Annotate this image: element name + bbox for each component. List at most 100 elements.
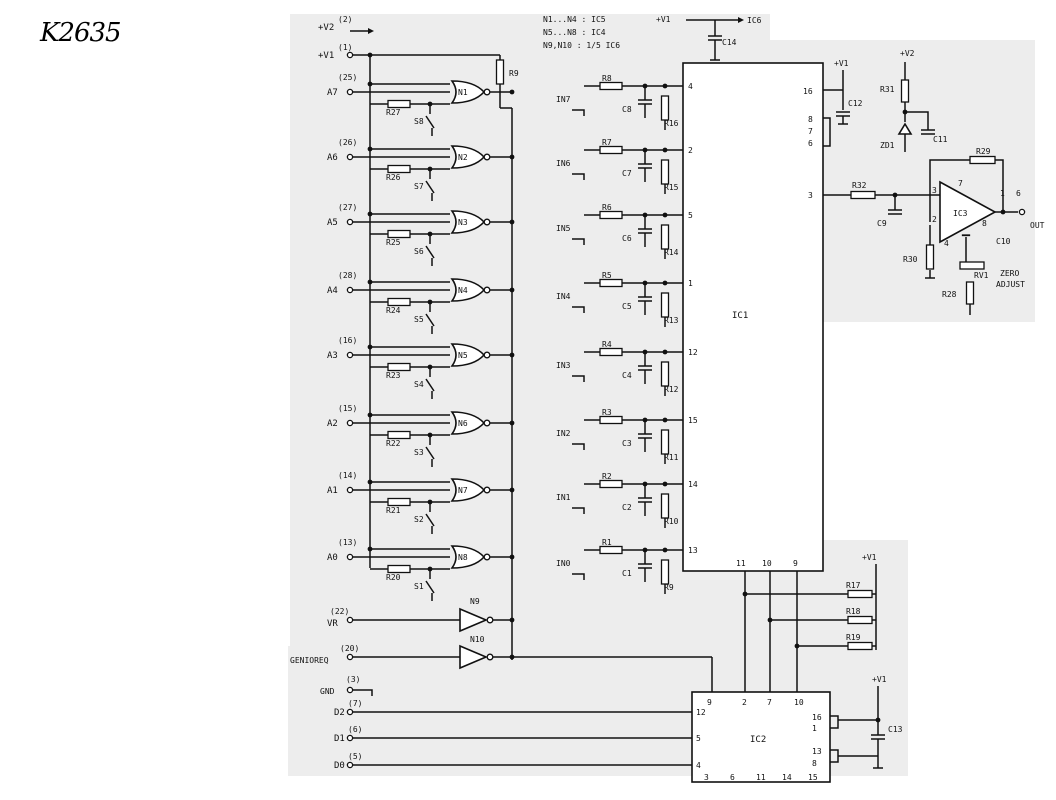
r30-label: R30 xyxy=(903,255,918,264)
data-pin-label: (5) xyxy=(348,752,362,761)
input-resistor-label: R2 xyxy=(602,472,612,481)
supply-v1-label: +V1 xyxy=(318,51,334,61)
junction-dot xyxy=(509,287,515,293)
supply-v2-label: +V2 xyxy=(318,23,334,33)
resistor-r12 xyxy=(660,361,670,387)
junction-dot xyxy=(509,154,515,160)
or-gate-n3 xyxy=(450,210,486,234)
input-resistor-label: R7 xyxy=(602,138,612,147)
ic3-pin1: 1 xyxy=(1000,189,1005,198)
ic2-right-pin: 16 xyxy=(812,713,822,722)
input-ground xyxy=(572,306,585,313)
ic2-bottom-pin: 11 xyxy=(756,773,766,782)
note-line-1: N1...N4 : IC5 xyxy=(543,15,606,24)
terminal xyxy=(346,486,354,494)
terminal xyxy=(346,51,354,59)
or-gate-n8 xyxy=(450,545,486,569)
address-line-label: A3 xyxy=(327,351,338,361)
ic6-label: IC6 xyxy=(747,16,762,25)
address-line-label: A2 xyxy=(327,419,338,429)
terminal xyxy=(346,419,354,427)
ic2-label: IC2 xyxy=(750,735,766,745)
out-label: OUT xyxy=(1030,221,1045,230)
input-ground xyxy=(572,443,585,450)
n10-label: N10 xyxy=(470,635,485,644)
c13-label: C13 xyxy=(888,725,903,734)
resistor-r25 xyxy=(387,229,411,239)
ground-symbol xyxy=(925,270,935,279)
ic1-chip xyxy=(682,62,824,572)
resistor-r13 xyxy=(660,292,670,318)
capacitor-c9 xyxy=(888,209,902,215)
resistor-r28 xyxy=(965,281,975,305)
gate-inversion-bubble xyxy=(483,286,491,294)
junction-dot xyxy=(662,349,668,355)
junction-dot xyxy=(427,166,433,172)
input-ground xyxy=(572,375,585,382)
junction-dot xyxy=(509,219,515,225)
ic1-pin-label: 5 xyxy=(688,211,693,220)
vr-pin-label: (22) xyxy=(330,607,349,616)
gate-inversion-bubble xyxy=(483,218,491,226)
junction-dot xyxy=(427,231,433,237)
pin-bridge xyxy=(823,117,831,147)
ic1-v1-label: +V1 xyxy=(834,59,849,68)
gnd-wire xyxy=(353,689,373,696)
resistor-r24 xyxy=(387,297,411,307)
divider-resistor-label: R15 xyxy=(664,183,679,192)
resistor-label: R23 xyxy=(386,371,401,380)
c11-label: C11 xyxy=(933,135,948,144)
junction-dot xyxy=(367,211,373,217)
r32-label: R32 xyxy=(852,181,867,190)
junction-dot xyxy=(427,299,433,305)
resistor-r23 xyxy=(387,362,411,372)
junction-dot xyxy=(427,566,433,572)
divider-resistor-label: R14 xyxy=(664,248,679,257)
or-gate-n7 xyxy=(450,478,486,502)
ground-symbol xyxy=(710,52,720,61)
ic2-bottom-pin: 15 xyxy=(808,773,818,782)
data-pin-label: (6) xyxy=(348,725,362,734)
adjust-label: ADJUST xyxy=(996,280,1025,289)
cap-label: C4 xyxy=(622,371,632,380)
terminal xyxy=(1018,208,1026,216)
address-pin-label: (27) xyxy=(338,203,357,212)
arrow-icon xyxy=(368,28,374,34)
data-line-label: D1 xyxy=(334,734,345,744)
resistor-r20 xyxy=(387,564,411,574)
address-line-label: A0 xyxy=(327,553,338,563)
resistor-r10 xyxy=(660,493,670,519)
capacitor-c3 xyxy=(638,433,652,439)
junction-dot xyxy=(427,499,433,505)
or-gate-n1 xyxy=(450,80,486,104)
address-pin-label: (13) xyxy=(338,538,357,547)
junction-dot xyxy=(662,417,668,423)
note-line-2: N5...N8 : IC4 xyxy=(543,28,606,37)
c14-label: C14 xyxy=(722,38,737,47)
switch-label: S1 xyxy=(414,582,424,591)
c12-label: C12 xyxy=(848,99,863,108)
gen-pin-label: (20) xyxy=(340,644,359,653)
switch-blade xyxy=(425,313,435,327)
junction-dot xyxy=(427,432,433,438)
gate-inversion-bubble xyxy=(483,553,491,561)
gate-label: N4 xyxy=(458,286,468,295)
input-resistor-label: R5 xyxy=(602,271,612,280)
address-pin-label: (25) xyxy=(338,73,357,82)
resistor-r9 xyxy=(660,559,670,585)
junction-dot xyxy=(509,89,515,95)
resistor-r32 xyxy=(850,190,876,200)
v2-pin-label: (2) xyxy=(338,15,352,24)
ic1-pin-label: 1 xyxy=(688,279,693,288)
divider-resistor-label: R13 xyxy=(664,316,679,325)
address-pin-label: (14) xyxy=(338,471,357,480)
junction-dot xyxy=(662,280,668,286)
junction-dot xyxy=(509,487,515,493)
cap-label: C5 xyxy=(622,302,632,311)
c11-lead xyxy=(905,111,929,130)
ic2-top-pin: 9 xyxy=(707,698,712,707)
input-resistor-label: R3 xyxy=(602,408,612,417)
capacitor-c11 xyxy=(921,129,935,135)
capacitor-c2 xyxy=(638,497,652,503)
capacitor-c12 xyxy=(836,111,850,117)
